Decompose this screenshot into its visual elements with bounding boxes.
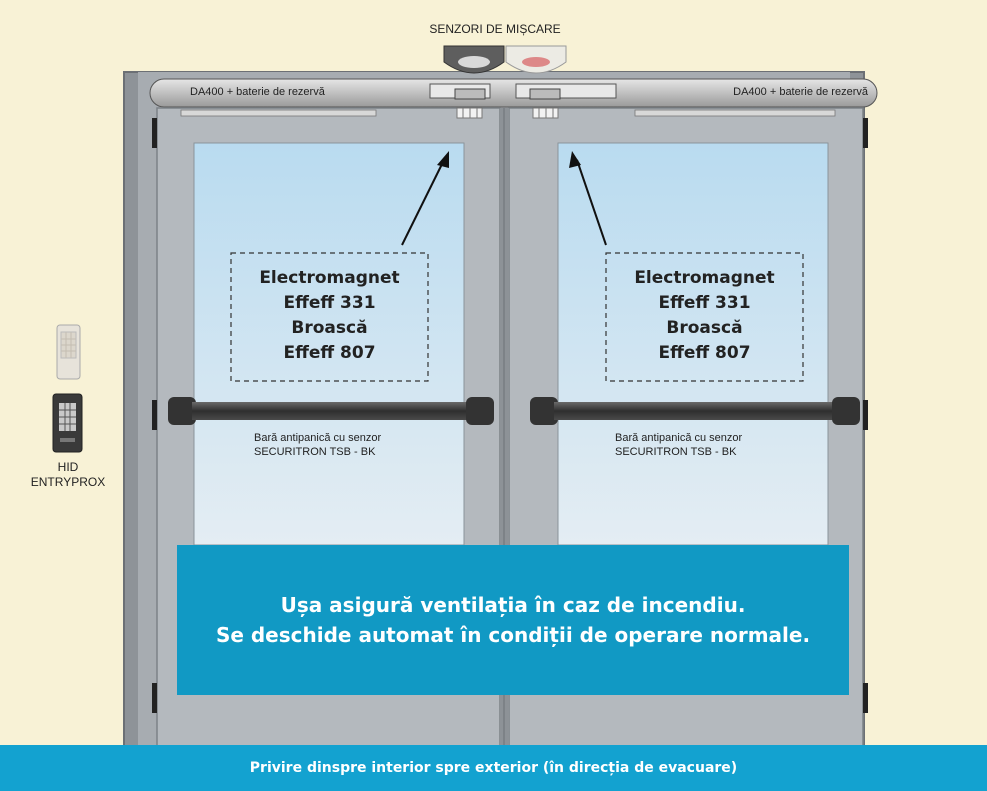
right-operator-label: DA400 + baterie de rezervă bbox=[733, 86, 868, 98]
right-closer-arm bbox=[634, 109, 836, 117]
banner-line: Se deschide automat în condiții de opera… bbox=[215, 623, 811, 647]
sensors-label: SENZORI DE MIȘCARE bbox=[429, 22, 561, 36]
bar-label-line: Bară antipanică cu senzor bbox=[254, 432, 382, 444]
left-closer-arm bbox=[180, 109, 377, 117]
right-callout-arrow bbox=[569, 151, 607, 246]
hinge bbox=[152, 118, 157, 148]
callout-line: Effeff 807 bbox=[283, 343, 376, 363]
left-callout-text: Electromagnet Effeff 331 Broască Effeff … bbox=[231, 266, 428, 366]
right-callout-text: Electromagnet Effeff 331 Broască Effeff … bbox=[606, 266, 803, 366]
right-bar-label: Bară antipanică cu senzor SECURITRON TSB… bbox=[615, 431, 742, 459]
motion-sensor-light bbox=[505, 45, 567, 74]
left-bar-label: Bară antipanică cu senzor SECURITRON TSB… bbox=[254, 431, 381, 459]
footer-bar: Privire dinspre interior spre exterior (… bbox=[0, 745, 987, 791]
left-panic-bar bbox=[168, 397, 494, 425]
reader-label-line: HID bbox=[57, 460, 79, 474]
callout-line: Broască bbox=[666, 318, 743, 338]
bar-label-line: SECURITRON TSB - BK bbox=[615, 446, 737, 458]
left-operator-label: DA400 + baterie de rezervă bbox=[190, 86, 325, 98]
left-callout-arrow bbox=[401, 151, 449, 246]
hinge bbox=[863, 683, 868, 713]
hinge bbox=[152, 683, 157, 713]
bar-label-line: Bară antipanică cu senzor bbox=[615, 432, 743, 444]
motion-sensor-dark bbox=[443, 45, 505, 74]
reader-label-line: ENTRYPROX bbox=[30, 475, 106, 489]
reader-label: HID ENTRYPROX bbox=[28, 460, 108, 490]
callout-line: Electromagnet bbox=[634, 268, 775, 288]
right-electromagnet bbox=[515, 83, 617, 119]
bar-label-line: SECURITRON TSB - BK bbox=[254, 446, 376, 458]
callout-line: Broască bbox=[291, 318, 368, 338]
hinge bbox=[863, 400, 868, 430]
hinge bbox=[863, 118, 868, 148]
right-door-glass bbox=[557, 142, 829, 546]
info-banner: Ușa asigură ventilația în caz de incendi… bbox=[177, 545, 849, 695]
callout-line: Effeff 331 bbox=[283, 293, 376, 313]
callout-line: Effeff 331 bbox=[658, 293, 751, 313]
right-panic-bar bbox=[530, 397, 860, 425]
callout-line: Electromagnet bbox=[259, 268, 400, 288]
footer-text: Privire dinspre interior spre exterior (… bbox=[249, 760, 738, 776]
keypad-hid-icon bbox=[52, 393, 83, 453]
callout-line: Effeff 807 bbox=[658, 343, 751, 363]
banner-line: Ușa asigură ventilația în caz de incendi… bbox=[280, 593, 746, 617]
right-callout-box bbox=[605, 252, 804, 382]
hinge bbox=[152, 400, 157, 430]
left-callout-box bbox=[230, 252, 429, 382]
keypad-light-icon bbox=[56, 324, 81, 380]
operator-housing bbox=[149, 78, 878, 108]
left-electromagnet bbox=[429, 83, 491, 119]
